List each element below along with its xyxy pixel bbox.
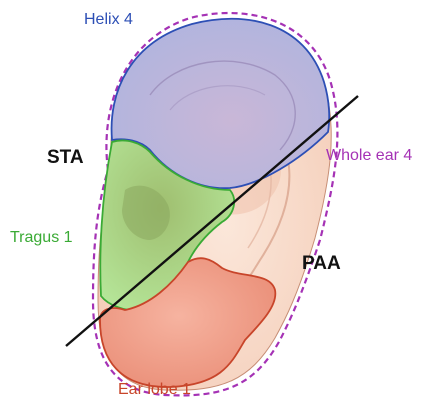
paa-label: PAA: [302, 254, 341, 273]
ear-lobe-label: Ear lobe 1: [118, 382, 191, 398]
helix-label: Helix 4: [84, 12, 133, 28]
sta-label: STA: [47, 148, 84, 167]
tragus-label: Tragus 1: [10, 230, 73, 246]
whole-ear-label: Whole ear 4: [326, 148, 412, 164]
